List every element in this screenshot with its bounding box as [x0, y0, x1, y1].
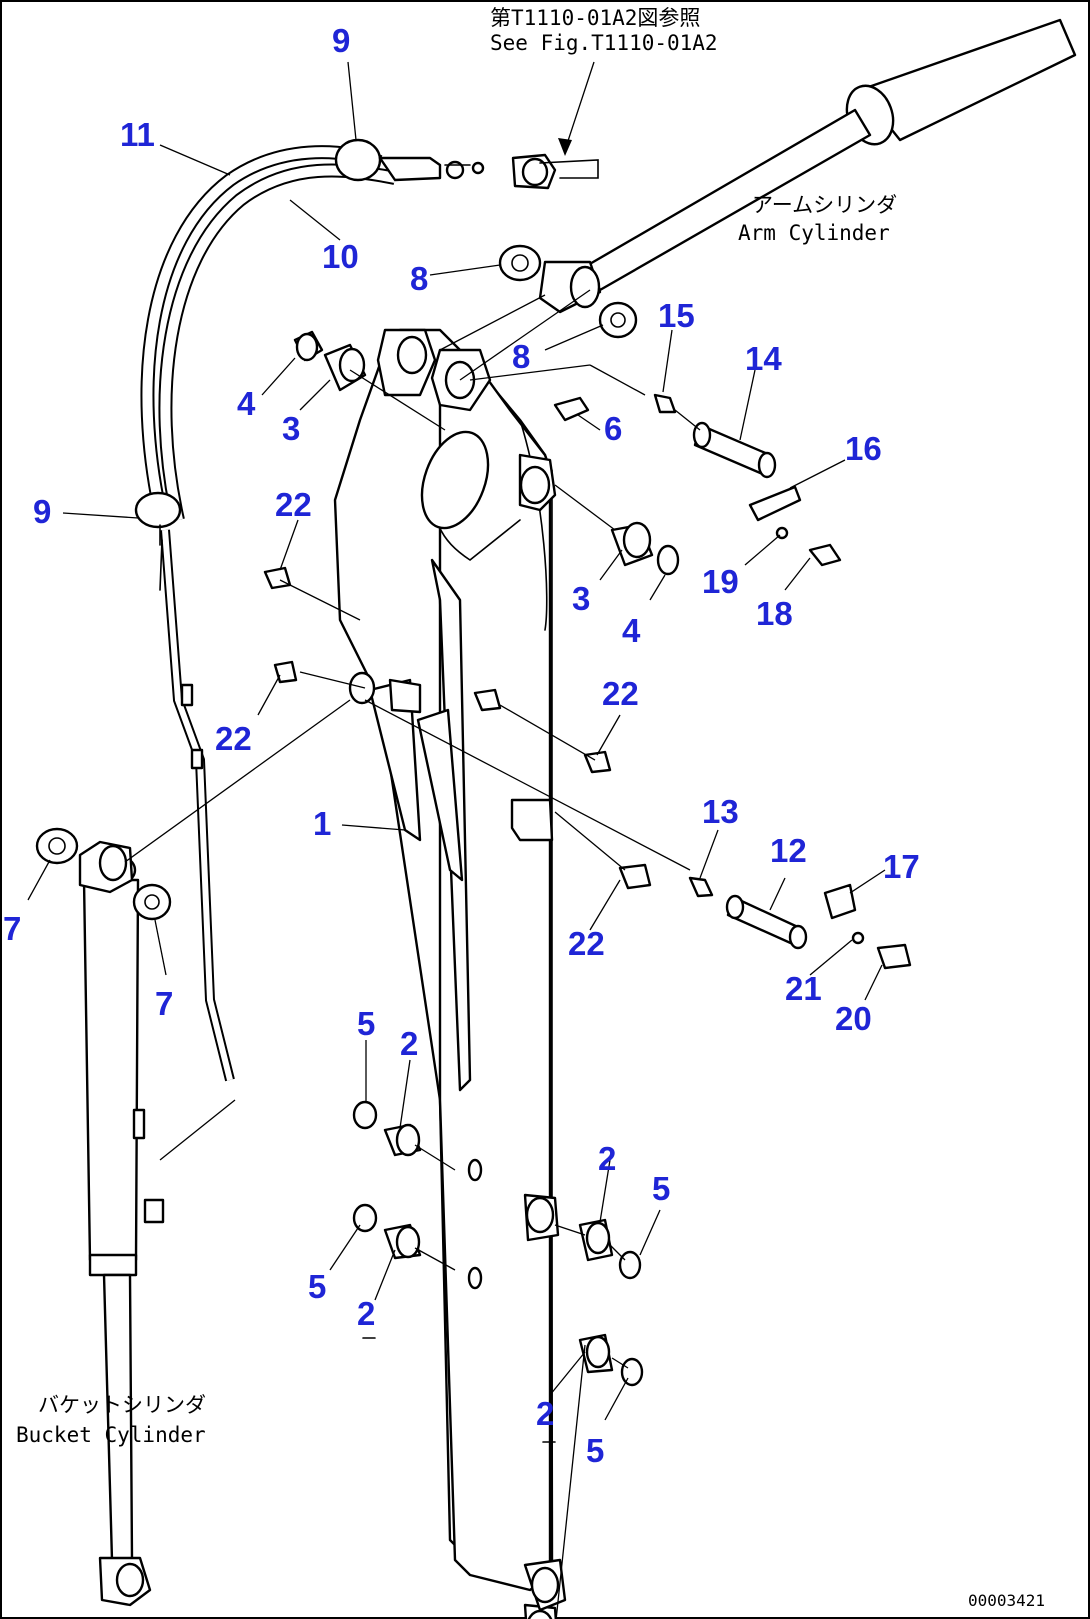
- callout-12: 12: [770, 832, 807, 869]
- document-number: 00003421: [968, 1591, 1045, 1610]
- callout-2-d: 2: [536, 1395, 554, 1432]
- callout-5-a: 5: [357, 1005, 375, 1042]
- callout-7-left: 7: [3, 910, 21, 947]
- callout-4-right: 4: [622, 612, 641, 649]
- bushings-and-shims: [35, 244, 680, 1387]
- callout-3-right: 3: [572, 580, 590, 617]
- callout-6: 6: [604, 410, 622, 447]
- callout-5-c: 5: [308, 1268, 326, 1305]
- callout-numbers: 9 11 10 8 8 15 14 4 3 6 16 9 22 3 4 19 1…: [3, 22, 920, 1469]
- callout-7-right: 7: [155, 985, 173, 1022]
- reference-note-jp: 第T1110-01A2図参照: [490, 6, 700, 30]
- callout-2-c: 2: [357, 1295, 375, 1332]
- arm-cylinder-label-jp: アームシリンダ: [752, 193, 897, 217]
- bucket-cylinder-label-jp: バケットシリンダ: [38, 1393, 206, 1417]
- pins-and-fasteners: [263, 393, 912, 970]
- callout-16: 16: [845, 430, 882, 467]
- arm-cylinder: [538, 18, 1077, 314]
- callout-22-b: 22: [602, 675, 639, 712]
- bucket-cylinder: [78, 840, 165, 1607]
- callout-4-upper: 4: [237, 385, 256, 422]
- callout-8-lower: 8: [512, 338, 530, 375]
- reference-arrow: [558, 61, 595, 156]
- bucket-cylinder-label-en: Bucket Cylinder: [16, 1423, 206, 1447]
- callout-21: 21: [785, 970, 822, 1007]
- callout-19: 19: [702, 563, 739, 600]
- callout-11: 11: [120, 116, 155, 153]
- callout-17: 17: [883, 848, 920, 885]
- callout-5-d: 5: [586, 1432, 604, 1469]
- arm-cylinder-label-en: Arm Cylinder: [738, 221, 890, 245]
- alignment-lines: [124, 289, 701, 1619]
- callout-22-c: 22: [215, 720, 252, 757]
- reference-note-en: See Fig.T1110-01A2: [490, 31, 718, 55]
- callout-10: 10: [322, 238, 359, 275]
- callout-15: 15: [658, 297, 695, 334]
- callout-9-top: 9: [332, 22, 350, 59]
- hose-clamp-upper: [334, 138, 382, 182]
- hose-end-fittings: [378, 153, 599, 190]
- callout-2-a: 2: [400, 1025, 418, 1062]
- callout-5-b: 5: [652, 1170, 670, 1207]
- callout-2-b: 2: [598, 1140, 616, 1177]
- callout-3-upper: 3: [282, 410, 300, 447]
- callout-9-lower: 9: [33, 493, 51, 530]
- callout-22-d: 22: [568, 925, 605, 962]
- callout-leaders: [27, 61, 886, 1421]
- arm-body: [333, 328, 554, 1592]
- callout-22-a: 22: [275, 486, 312, 523]
- callout-18: 18: [756, 595, 793, 632]
- callout-20: 20: [835, 1000, 872, 1037]
- hose-clamp-lower: [134, 491, 182, 529]
- callout-14: 14: [745, 340, 782, 377]
- callout-1: 1: [313, 805, 331, 842]
- callout-13: 13: [702, 793, 739, 830]
- callout-8-upper: 8: [410, 260, 428, 297]
